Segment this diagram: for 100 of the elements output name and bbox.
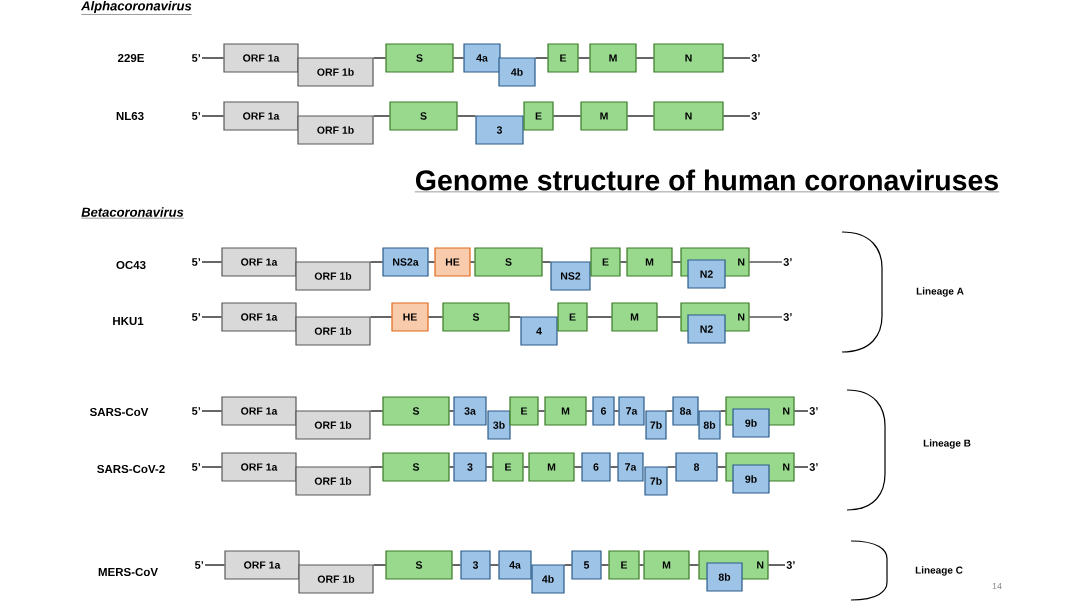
genome-line bbox=[509, 316, 521, 318]
genome-line bbox=[666, 410, 673, 412]
gene-box: M bbox=[528, 452, 575, 482]
gene-box: N bbox=[653, 101, 724, 131]
genome-line bbox=[627, 115, 654, 117]
lineage-label: Lineage A bbox=[916, 287, 964, 297]
gene-box: 4 bbox=[520, 316, 558, 346]
title: Genome structure of human coronaviruses bbox=[414, 169, 1000, 193]
page-number: 14 bbox=[992, 582, 1002, 590]
gene-box: E bbox=[492, 452, 524, 482]
gene-box: S bbox=[385, 550, 453, 580]
genome-line bbox=[636, 57, 654, 59]
end-label: 5’ bbox=[191, 112, 201, 120]
genome-line bbox=[578, 57, 590, 59]
end-label: 5’ bbox=[191, 313, 201, 321]
genome-line bbox=[201, 57, 224, 59]
genome-name: SARS-CoV-2 bbox=[97, 464, 165, 474]
gene-box: 4a bbox=[463, 43, 501, 73]
genome-line bbox=[586, 410, 593, 412]
gene-box: ORF 1b bbox=[298, 564, 374, 594]
gene-box: ORF 1b bbox=[295, 316, 371, 346]
genome-line bbox=[201, 410, 222, 412]
gene-box: M bbox=[611, 302, 658, 332]
genome-line bbox=[428, 316, 443, 318]
gene-box: S bbox=[382, 396, 450, 426]
genome-line bbox=[428, 261, 435, 263]
gene-box: S bbox=[442, 302, 510, 332]
genome-line bbox=[717, 466, 726, 468]
genome-name: 229E bbox=[117, 53, 144, 63]
genome-line bbox=[370, 466, 383, 468]
genome-name: SARS-CoV bbox=[89, 407, 149, 417]
gene-box: ORF 1a bbox=[223, 101, 299, 131]
genome-line bbox=[587, 316, 612, 318]
gene-box: E bbox=[509, 396, 539, 426]
genome-name: HKU1 bbox=[113, 317, 144, 325]
gene-box: ORF 1b bbox=[295, 410, 371, 440]
genome-line bbox=[201, 115, 224, 117]
gene-box: 7b bbox=[645, 410, 667, 440]
gene-box: S bbox=[389, 101, 458, 131]
gene-box: 7a bbox=[617, 452, 644, 482]
genome-line bbox=[370, 410, 383, 412]
genome-name: OC43 bbox=[116, 260, 146, 270]
genome-name: MERS-CoV bbox=[98, 567, 158, 577]
genome-line bbox=[201, 261, 222, 263]
gene-box: 3 bbox=[453, 452, 487, 482]
genome-line bbox=[486, 466, 493, 468]
gene-box: 3 bbox=[475, 115, 524, 145]
genome-line bbox=[574, 466, 582, 468]
gene-box: NS2a bbox=[382, 247, 429, 277]
genome-line bbox=[523, 466, 529, 468]
gene-box: ORF 1a bbox=[221, 247, 297, 277]
genome-line bbox=[768, 564, 786, 566]
gene-box: 4a bbox=[498, 550, 532, 580]
gene-box: M bbox=[544, 396, 587, 426]
genome-line bbox=[749, 261, 783, 263]
gene-box: ORF 1b bbox=[297, 57, 374, 87]
gene-box: N bbox=[653, 43, 724, 73]
gene-box: 3 bbox=[460, 550, 491, 580]
genome-line bbox=[453, 57, 464, 59]
genome-line bbox=[553, 115, 581, 117]
end-label: 3’ bbox=[751, 54, 760, 62]
genome-line bbox=[601, 564, 609, 566]
gene-box: 8b bbox=[706, 562, 743, 592]
gene-box: 9b bbox=[732, 464, 770, 494]
gene-box: 7a bbox=[618, 396, 645, 426]
gene-box: ORF 1a bbox=[221, 396, 297, 426]
gene-box: HE bbox=[434, 247, 471, 277]
gene-box: 8 bbox=[675, 452, 718, 482]
gene-box: 4b bbox=[531, 564, 565, 594]
gene-box: ORF 1a bbox=[221, 452, 297, 482]
genome-line bbox=[749, 316, 783, 318]
gene-box: E bbox=[608, 550, 640, 580]
end-label: 3’ bbox=[809, 407, 818, 415]
end-label: 5’ bbox=[191, 54, 201, 62]
gene-box: NS2 bbox=[550, 261, 591, 291]
gene-box: 4b bbox=[498, 57, 536, 87]
gene-box: E bbox=[557, 302, 588, 332]
genome-line bbox=[370, 316, 392, 318]
genome-line bbox=[470, 261, 475, 263]
genome-line bbox=[667, 466, 676, 468]
gene-box: E bbox=[590, 247, 621, 277]
genome-line bbox=[490, 564, 499, 566]
gene-box: S bbox=[474, 247, 543, 277]
gene-box: 3a bbox=[453, 396, 487, 426]
genome-line bbox=[538, 410, 545, 412]
genome-line bbox=[542, 261, 551, 263]
end-label: 3’ bbox=[751, 112, 760, 120]
genome-line bbox=[620, 261, 627, 263]
gene-box: 7b bbox=[644, 466, 668, 496]
gene-box: M bbox=[626, 247, 673, 277]
end-label: 3’ bbox=[809, 463, 818, 471]
genome-line bbox=[689, 564, 699, 566]
genome-line bbox=[672, 261, 681, 263]
gene-box: E bbox=[523, 101, 554, 131]
genome-line bbox=[201, 316, 222, 318]
genome-line bbox=[201, 466, 222, 468]
genome-line bbox=[370, 261, 383, 263]
end-label: 3’ bbox=[786, 561, 795, 569]
gene-box: 3b bbox=[487, 410, 511, 440]
gene-box: ORF 1b bbox=[297, 115, 374, 145]
